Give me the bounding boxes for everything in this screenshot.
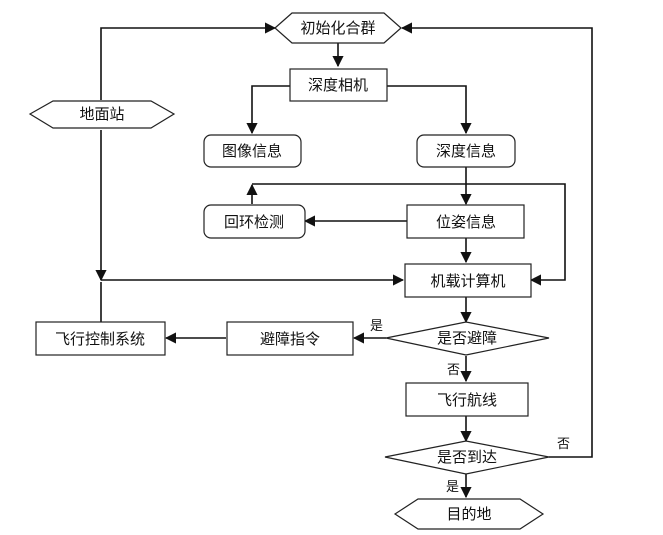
connectors (95, 22, 593, 499)
edge-camera-to-image (246, 85, 290, 135)
node-destination-label: 目的地 (446, 505, 491, 523)
node-avoid-command-label: 避障指令 (260, 330, 320, 348)
edge-label-arrive-yes: 是 (446, 480, 459, 495)
node-image-info-label: 图像信息 (222, 142, 282, 160)
node-flight-route-label: 飞行航线 (437, 391, 497, 409)
node-pose-info-label: 位姿信息 (436, 213, 496, 231)
edge-camera-to-depth (387, 85, 472, 135)
node-init-group-label: 初始化合群 (300, 19, 375, 37)
node-depth-info-label: 深度信息 (436, 142, 496, 160)
node-avoid-decision-label: 是否避障 (437, 329, 497, 347)
node-flight-control-label: 飞行控制系统 (55, 330, 145, 348)
node-pose-info: 位姿信息 (406, 204, 525, 239)
node-loop-detection-label: 回环检测 (224, 213, 284, 231)
node-image-info: 图像信息 (203, 134, 302, 168)
edge-arrive-no-loop (400, 22, 593, 458)
node-ground-station: 地面站 (28, 100, 176, 129)
edge-image-to-computer (252, 183, 566, 286)
edge-ground-station-line (100, 22, 277, 100)
node-flight-control: 飞行控制系统 (35, 321, 166, 356)
node-depth-info: 深度信息 (416, 134, 516, 168)
node-depth-camera: 深度相机 (289, 68, 388, 102)
edge-label-avoid-yes: 是 (370, 319, 383, 334)
node-arrive-decision: 是否到达 (384, 440, 550, 475)
node-depth-camera-label: 深度相机 (308, 76, 368, 94)
node-init-group: 初始化合群 (274, 12, 402, 44)
node-onboard-computer: 机载计算机 (404, 263, 532, 298)
edge-label-avoid-no: 否 (447, 363, 460, 378)
node-onboard-computer-label: 机载计算机 (430, 272, 505, 290)
node-ground-station-label: 地面站 (79, 105, 124, 123)
node-arrive-decision-label: 是否到达 (437, 448, 497, 466)
edge-label-arrive-no: 否 (557, 437, 570, 452)
node-avoid-command: 避障指令 (226, 321, 354, 356)
node-flight-route: 飞行航线 (405, 382, 529, 417)
node-avoid-decision: 是否避障 (385, 321, 550, 356)
node-destination: 目的地 (393, 498, 545, 530)
node-loop-detection: 回环检测 (203, 204, 306, 239)
